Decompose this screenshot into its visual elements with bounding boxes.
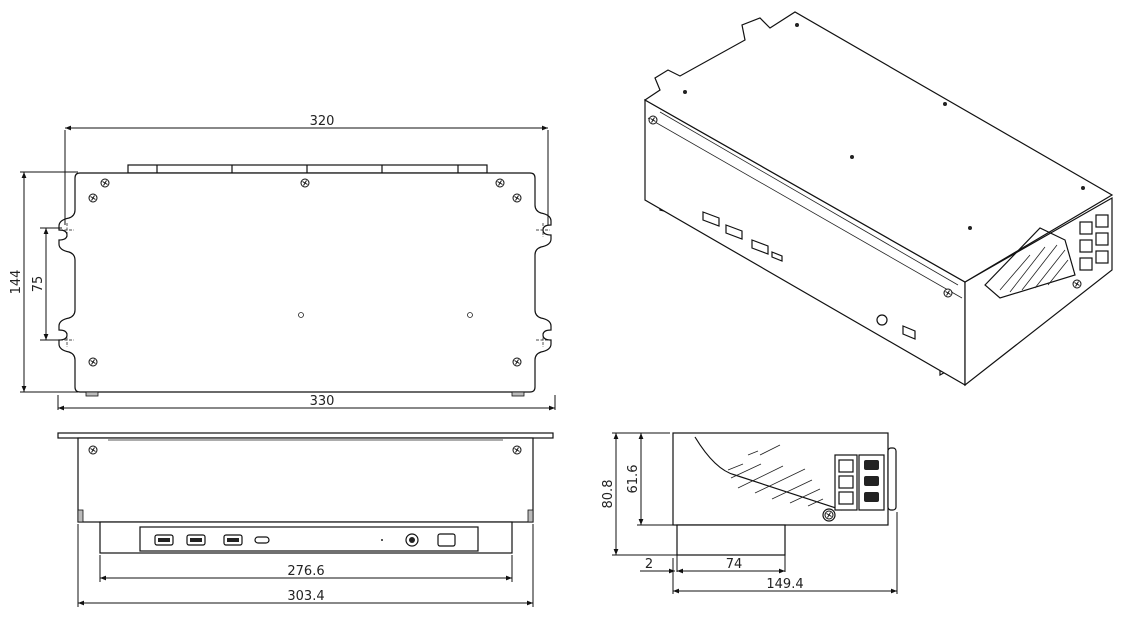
top-view: 320 330 144 75 bbox=[9, 114, 556, 411]
usb-port-icon bbox=[154, 534, 243, 546]
top-flange bbox=[57, 432, 554, 439]
dim-75: 75 bbox=[31, 276, 46, 293]
usb-c-port-icon bbox=[254, 536, 270, 544]
dim-303-4: 303.4 bbox=[287, 589, 324, 604]
dim-74: 74 bbox=[726, 557, 743, 572]
dim-61-6: 61.6 bbox=[626, 465, 641, 494]
dim-330: 330 bbox=[310, 394, 335, 409]
isometric-view bbox=[643, 11, 1114, 387]
iso-ports bbox=[702, 211, 916, 340]
front-view: 276.6 303.4 bbox=[57, 432, 554, 607]
iso-right-face bbox=[964, 196, 1113, 387]
side-view: 80.8 61.6 2 74 149.4 bbox=[601, 432, 898, 594]
dim-2: 2 bbox=[645, 557, 653, 572]
dim-276-6: 276.6 bbox=[287, 564, 324, 579]
enclosure-body bbox=[77, 437, 534, 523]
port-panel bbox=[139, 526, 479, 552]
dim-320: 320 bbox=[310, 114, 335, 129]
dim-149-4: 149.4 bbox=[766, 577, 803, 592]
dim-144: 144 bbox=[9, 270, 24, 295]
mounting-plate bbox=[58, 172, 552, 393]
connector-block bbox=[834, 454, 885, 511]
iso-connectors bbox=[1079, 214, 1109, 271]
dim-80-8: 80.8 bbox=[601, 480, 616, 509]
side-lower bbox=[676, 524, 786, 556]
iso-top-plate bbox=[643, 11, 1114, 283]
button-icon bbox=[437, 533, 456, 547]
